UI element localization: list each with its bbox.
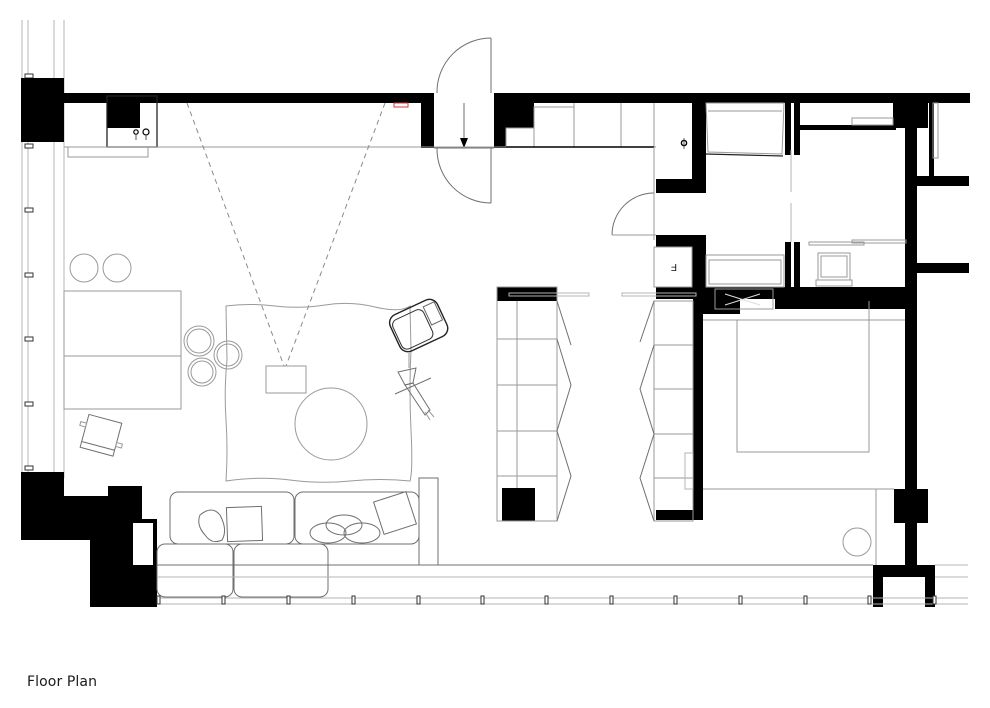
coffee-table xyxy=(294,387,368,461)
bathtub xyxy=(705,102,785,157)
toilet xyxy=(817,252,851,281)
entry-double-door[interactable] xyxy=(434,37,494,204)
projector-cone xyxy=(186,102,386,367)
walls xyxy=(21,78,970,607)
fridge-label: F xyxy=(671,261,677,272)
bedroom xyxy=(684,301,905,565)
red-marker xyxy=(393,102,409,108)
dining-area xyxy=(63,253,243,457)
lounge-chair xyxy=(388,298,449,353)
corridor-door[interactable] xyxy=(611,192,655,236)
plan-caption: Floor Plan xyxy=(27,674,98,690)
sink-icon xyxy=(133,128,150,140)
wardrobe xyxy=(505,103,688,149)
fridge xyxy=(653,246,693,288)
bottom-window-glazing xyxy=(156,564,968,605)
floor-lamp xyxy=(394,353,435,421)
double-bed xyxy=(736,319,870,453)
cabinet-island-right xyxy=(621,292,697,522)
sofa xyxy=(156,477,439,598)
cabinet-island-left xyxy=(496,286,590,522)
round-lamp xyxy=(842,527,872,557)
rug xyxy=(224,302,413,483)
tv-stand xyxy=(265,365,307,394)
